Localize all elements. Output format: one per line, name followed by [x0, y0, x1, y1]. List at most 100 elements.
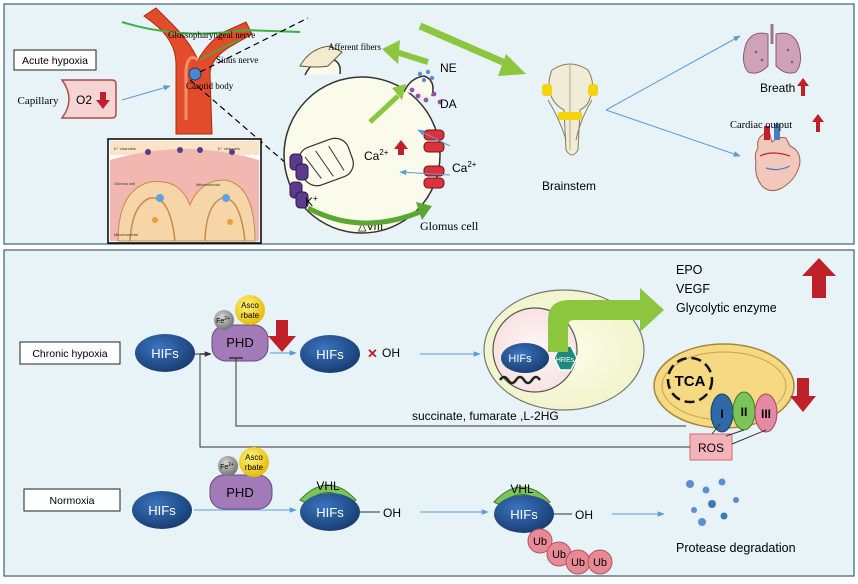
- vhl-normoxia-1-label: VHL: [316, 479, 340, 493]
- ca-outside-label: Ca2+: [452, 160, 477, 175]
- phd-chronic: [211, 324, 269, 362]
- brainstem-to-heart-arrow: [605, 109, 741, 157]
- oh-normoxia-2-label: OH: [575, 508, 593, 522]
- ub-label-2: Ub: [552, 549, 566, 561]
- phd-normoxia-label: PHD: [226, 485, 253, 500]
- glossopharyngeal-nerve: [121, 21, 301, 35]
- ca-inside-label: Ca2+: [364, 148, 389, 163]
- svg-text:Mitochondrial: Mitochondrial: [196, 182, 220, 187]
- hres-label: HREs: [556, 357, 575, 364]
- depolarization-green-arrow: [306, 205, 421, 226]
- ros-box: [689, 433, 733, 461]
- complex-i-label: I: [720, 407, 723, 421]
- svg-text:Glomus cell: Glomus cell: [114, 181, 135, 186]
- sinus-nerve: [199, 39, 241, 61]
- oh-normoxia-1-label: OH: [383, 506, 401, 520]
- svg-text:Asco: Asco: [245, 453, 263, 462]
- ubiquitin-chain: [527, 528, 613, 575]
- ub-label-3: Ub: [571, 557, 585, 569]
- glossopharyngeal-label: Glossopharyngeal nerve: [168, 30, 255, 40]
- ascorbate-chronic: [235, 295, 265, 325]
- normoxia-label-box: [23, 488, 121, 512]
- acute-hypoxia-label-box: [13, 49, 97, 71]
- hifs-normoxia-3-label: HIFs: [510, 507, 538, 522]
- complex-ii-label: II: [741, 405, 748, 419]
- svg-text:Mitochondrial: Mitochondrial: [114, 232, 138, 237]
- ub-label-1: Ub: [533, 536, 547, 548]
- capillary-to-carotid-arrow: [121, 85, 171, 101]
- chronic-hypoxia-label-box: [19, 341, 121, 365]
- tca-label: TCA: [675, 373, 706, 390]
- ne-label: NE: [440, 61, 457, 75]
- svg-text:Asco: Asco: [241, 301, 259, 310]
- oh-chronic-label: OH: [382, 346, 400, 360]
- svg-text:Fe2+: Fe2+: [216, 316, 230, 325]
- hifs-chronic-1: [135, 334, 195, 372]
- ascorbate-normoxia: [239, 447, 269, 477]
- lungs-icon: [742, 24, 802, 74]
- normoxia-label: Normoxia: [50, 495, 95, 507]
- complex-iii-label: III: [761, 407, 771, 421]
- svg-text:rbate: rbate: [241, 311, 260, 320]
- o2-label: O2: [76, 93, 92, 107]
- hifs-chronic-2-label: HIFs: [316, 347, 344, 362]
- epo-label: EPO: [676, 263, 703, 277]
- heart-icon: [754, 124, 801, 192]
- svg-text:K⁺ channels: K⁺ channels: [114, 146, 136, 151]
- breath-up-arrow-icon: [797, 78, 809, 96]
- degraded-fragments-icon: [686, 478, 739, 526]
- vegf-label: VEGF: [676, 282, 710, 296]
- o2-down-arrow-icon: [96, 92, 110, 109]
- acute-hypoxia-label: Acute hypoxia: [22, 55, 88, 67]
- hifs-nucleus-label: HIFs: [508, 353, 532, 365]
- ca-release-green-arrow: [368, 94, 400, 124]
- carotid-body-label: Carotid body: [186, 81, 234, 91]
- capillary-shape: [60, 79, 117, 119]
- fe-normoxia: [218, 456, 238, 476]
- ros-label: ROS: [698, 441, 724, 455]
- succinate-label: succinate, fumarate ,L-2HG: [412, 409, 559, 423]
- chronic-hypoxia-label: Chronic hypoxia: [32, 348, 107, 360]
- hifs-normoxia-2-label: HIFs: [316, 505, 344, 520]
- carotid-highlight: [184, 56, 199, 120]
- tca-down-arrow-icon: [790, 378, 816, 412]
- k-label: K+: [305, 194, 318, 209]
- hifs-nucleus: [501, 343, 549, 373]
- targets-up-arrow-icon: [802, 258, 836, 298]
- hifs-normoxia-3: [494, 495, 554, 533]
- da-label: DA: [440, 97, 457, 111]
- fe-chronic: [214, 310, 234, 330]
- complex-iii: [754, 393, 778, 433]
- no-hydroxyl-x-icon: ✕: [367, 346, 378, 361]
- brainstem-icon: [542, 63, 598, 156]
- glycolytic-label: Glycolytic enzyme: [676, 301, 777, 315]
- ca-influx-arrow-2: [399, 169, 451, 176]
- svg-text:K⁺ channels: K⁺ channels: [218, 146, 240, 151]
- afferent-fibers-label: Afferent fibers: [328, 42, 382, 52]
- succinate-feedback-line: [235, 358, 686, 427]
- vhl-normoxia-2-label: VHL: [510, 482, 534, 496]
- to-brainstem-green-arrow: [418, 22, 514, 70]
- hifs-normoxia-1: [132, 491, 192, 529]
- hifs-chronic-1-label: HIFs: [151, 346, 179, 361]
- protease-label: Protease degradation: [676, 541, 796, 555]
- glomus-cell-label: Glomus cell: [420, 219, 479, 233]
- carotid-body-dot: [188, 67, 202, 81]
- ca-influx-arrow-1: [417, 129, 451, 147]
- mitochondria-inset: K⁺ channels K⁺ channels Glomus cell Mito…: [107, 138, 262, 244]
- hifs-normoxia-1-label: HIFs: [148, 503, 176, 518]
- nt-to-afferent-green-arrow: [395, 49, 429, 65]
- capillary-label: Capillary: [18, 95, 59, 107]
- phd-down-arrow-icon: [268, 320, 296, 352]
- phd-chronic-label: PHD: [226, 335, 253, 350]
- glomus-cell: [283, 45, 445, 234]
- zoom-line-top: [199, 17, 309, 73]
- cardiac-up-arrow-icon: [812, 114, 824, 132]
- brainstem-label: Brainstem: [542, 179, 596, 193]
- transcription-green-arrow: [548, 288, 664, 352]
- sinus-nerve-label: Sinus nerve: [216, 55, 258, 65]
- phd-normoxia: [209, 474, 273, 510]
- ub-label-4: Ub: [593, 557, 607, 569]
